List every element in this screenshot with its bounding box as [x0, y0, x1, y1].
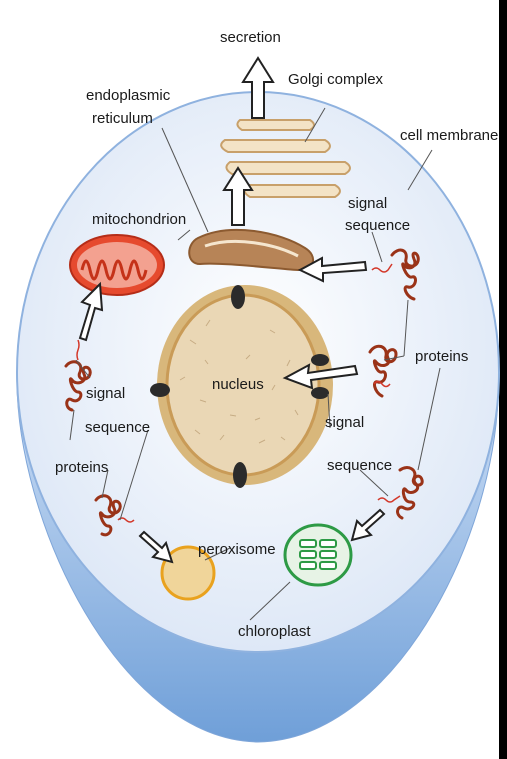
label-peroxisome: peroxisome	[198, 541, 276, 558]
nuclear-pore-bottom	[233, 462, 247, 488]
label-chloroplast: chloroplast	[238, 623, 311, 640]
label-proteins-left: proteins	[55, 459, 108, 476]
label-proteins-right: proteins	[415, 348, 468, 365]
label-er-line2: reticulum	[92, 110, 153, 127]
label-sequence-top: sequence	[345, 217, 410, 234]
chloroplast	[285, 525, 351, 585]
label-sequence-left: sequence	[85, 419, 150, 436]
label-er-line1: endoplasmic	[86, 87, 171, 104]
label-cell-membrane: cell membrane	[400, 127, 498, 144]
nuclear-pore-left	[150, 383, 170, 397]
nuclear-pore-right-2	[311, 387, 329, 399]
label-golgi-complex: Golgi complex	[288, 71, 384, 88]
label-mitochondrion: mitochondrion	[92, 211, 186, 228]
mitochondrion	[70, 235, 164, 295]
label-signal-top: signal	[348, 195, 387, 212]
label-nucleus: nucleus	[212, 376, 264, 393]
label-secretion: secretion	[220, 29, 281, 46]
label-sequence-right: sequence	[327, 457, 392, 474]
nuclear-pore-right	[311, 354, 329, 366]
label-signal-left: signal	[86, 385, 125, 402]
label-signal-right: signal	[325, 414, 364, 431]
nuclear-pore-top	[231, 285, 245, 309]
